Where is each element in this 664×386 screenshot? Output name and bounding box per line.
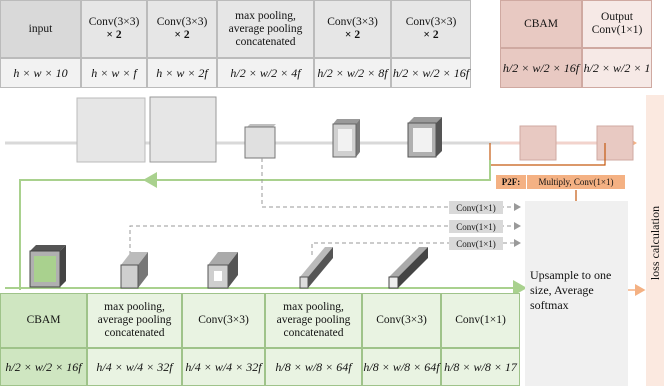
top-header-pooling: max pooling, average pooling concatenate… [217,0,314,58]
right-dim-0: h/2 × w/2 × 16f [500,48,582,88]
top-dim-3: h/2 × w/2 × 4f [217,58,314,88]
conv1x1-label-3: Conv(1×1) [449,237,503,250]
top-dim-4: h/2 × w/2 × 8f [314,58,391,88]
block-conv-2 [149,96,217,163]
cube-pool-bottom-1 [120,252,148,289]
right-header-output: Output Conv(1×1) [582,0,652,48]
green-feedback-line [19,160,491,290]
cube-pool-1 [244,124,276,159]
right-header-cbam: CBAM [500,0,582,48]
top-header-conv-1: Conv(3×3) × 2 [81,0,147,58]
loss-strip [646,95,664,386]
top-header-conv-4-line2: × 2 [423,29,439,41]
bottom-header-conv-2: Conv(3×3) [362,293,441,348]
p2f-connector [489,143,606,166]
bottom-dim-5: h/8 × w/8 × 17 [441,348,520,386]
bottom-dim-1: h/4 × w/4 × 32f [87,348,182,386]
top-dim-5: h/2 × w/2 × 16f [391,58,471,88]
upsample-text: Upsample to one size, Average softmax [530,268,612,312]
top-header-pooling-label: max pooling, average pooling concatenate… [228,9,303,48]
top-header-conv-2-line1: Conv(3×3) [156,16,208,28]
block-conv-1 [76,97,146,163]
bottom-dim-0: h/2 × w/2 × 16f [0,348,87,386]
top-header-conv-3-line1: Conv(3×3) [327,16,378,28]
conv1x1-label-1: Conv(1×1) [449,201,503,214]
bottom-dim-3: h/8 × w/8 × 64f [265,348,362,386]
top-header-input: input [0,0,81,58]
top-dim-1: h × w × f [81,58,147,88]
right-dim-1: h/2 × w/2 × 1 [582,48,652,88]
cube-cbam-bottom [29,245,66,288]
top-header-conv-1-line1: Conv(3×3) [88,16,140,28]
cube-conv-3 [332,119,360,158]
cube-pool-bottom-2 [299,247,333,289]
bottom-header-pooling-2: max pooling, average pooling concatenate… [265,293,362,348]
dashed-skip-2 [129,222,521,255]
p2f-tag: P2F: [496,175,526,189]
top-header-conv-4-line1: Conv(3×3) [405,16,457,28]
top-header-conv-3: Conv(3×3) × 2 [314,0,391,58]
block-output-top [596,125,634,161]
loss-calculation-label: loss calculation [648,205,662,281]
dashed-skip-1 [261,158,521,211]
bottom-header-conv-1: Conv(3×3) [182,293,265,348]
top-dim-2: h × w × 2f [147,58,217,88]
top-dim-0: h × w × 10 [0,58,81,88]
bottom-dim-2: h/4 × w/4 × 32f [182,348,265,386]
cube-conv-bottom-1 [207,252,238,289]
top-header-conv-3-line2: × 2 [344,29,361,41]
bottom-header-cbam: CBAM [0,293,87,348]
conv1x1-label-2: Conv(1×1) [449,220,503,233]
bottom-header-pooling-1: max pooling, average pooling concatenate… [87,293,182,348]
bottom-header-conv-3: Conv(1×1) [441,293,520,348]
top-header-conv-4: Conv(3×3) × 2 [391,0,471,58]
top-header-conv-2: Conv(3×3) × 2 [147,0,217,58]
bottom-dim-4: h/8 × w/8 × 64f [362,348,441,386]
cube-conv-4 [407,117,442,158]
block-cbam-top [519,125,557,161]
cube-conv-bottom-2 [388,247,428,289]
top-header-input-label: input [28,22,53,35]
top-header-conv-1-line2: × 2 [106,29,122,41]
top-header-conv-2-line2: × 2 [174,29,190,41]
upsample-panel [525,201,628,386]
p2f-label: Multiply, Conv(1×1) [527,175,625,189]
